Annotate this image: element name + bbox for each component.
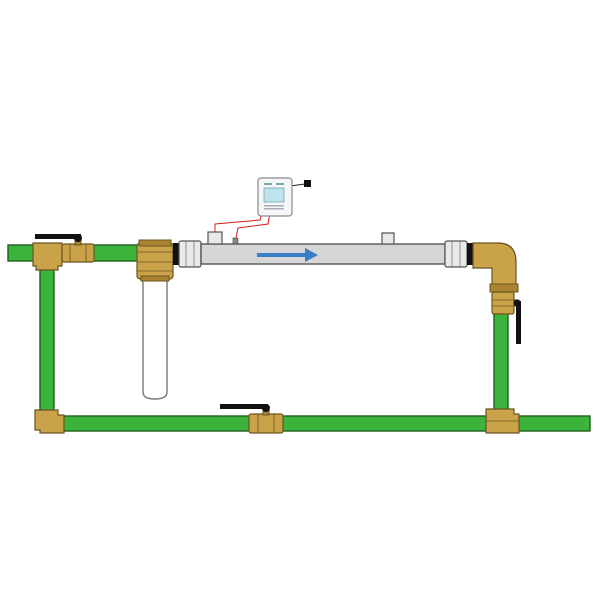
uv-controller-display bbox=[263, 187, 285, 203]
inlet-tee-fitting bbox=[32, 242, 63, 271]
inlet-valve-body bbox=[61, 243, 95, 263]
inlet-valve-handle[interactable] bbox=[35, 234, 81, 239]
uv-left-cap bbox=[178, 240, 202, 268]
filter-top-ring bbox=[138, 239, 172, 247]
uv-right-band bbox=[467, 243, 473, 265]
uv-vent-port bbox=[381, 232, 395, 245]
bypass-ball-valve[interactable] bbox=[220, 404, 284, 434]
outlet-pipe bbox=[507, 415, 591, 432]
bypass-valve-body bbox=[248, 413, 284, 434]
uv-chamber bbox=[200, 243, 446, 265]
uv-controller bbox=[214, 177, 311, 239]
uv-left-band bbox=[173, 243, 179, 265]
left-riser-pipe bbox=[39, 260, 55, 420]
flow-arrow-icon bbox=[257, 248, 318, 262]
fittings bbox=[32, 242, 520, 434]
bypass-valve-handle[interactable] bbox=[220, 404, 268, 409]
outlet-elbow bbox=[472, 242, 519, 293]
power-plug-icon bbox=[304, 180, 311, 187]
sensor-cable-red bbox=[235, 211, 271, 239]
sediment-filter bbox=[136, 239, 174, 400]
lamp-cable-red bbox=[214, 211, 263, 232]
outlet-valve-body bbox=[491, 291, 515, 315]
bottom-left-elbow bbox=[34, 409, 65, 434]
uv-sterilizer bbox=[173, 231, 473, 268]
outlet-elbow-nut bbox=[489, 283, 519, 293]
outlet-elbow-body bbox=[472, 242, 517, 287]
outlet-ball-valve[interactable] bbox=[491, 291, 521, 344]
uv-right-cap bbox=[444, 240, 468, 268]
inlet-ball-valve[interactable] bbox=[35, 234, 95, 263]
filter-housing bbox=[142, 275, 168, 400]
filter-head bbox=[136, 242, 174, 280]
outlet-valve-handle[interactable] bbox=[516, 301, 521, 344]
filter-collar bbox=[140, 275, 170, 282]
uv-lamp-port bbox=[207, 231, 223, 245]
right-riser-pipe bbox=[493, 311, 509, 419]
